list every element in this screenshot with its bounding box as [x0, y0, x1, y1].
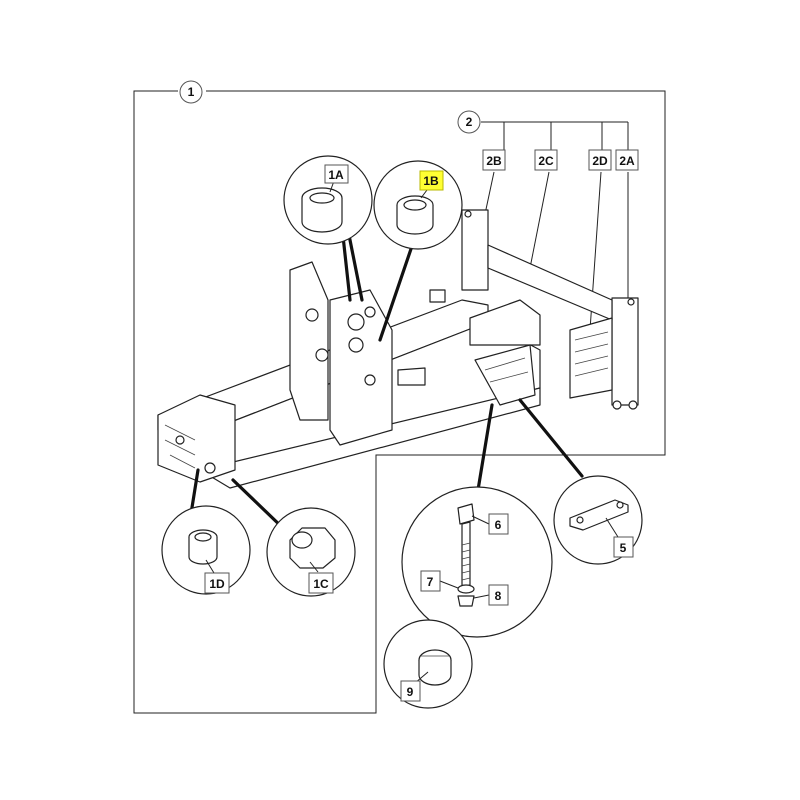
- label-2C: 2C: [538, 154, 554, 168]
- callout-1-label: 1: [188, 85, 195, 99]
- label-1C: 1C: [313, 577, 329, 591]
- label-1B: 1B: [423, 174, 439, 188]
- loader-frame: [157, 209, 639, 489]
- label-1A-box: [324, 164, 349, 184]
- label-1B-box-highlighted: [419, 170, 444, 191]
- label-7-box: [420, 570, 441, 592]
- label-1C-box: [308, 572, 334, 594]
- label-2A-box: [615, 149, 639, 171]
- label-8: 8: [495, 589, 502, 603]
- callout-2-label: 2: [466, 115, 473, 129]
- callout-1-circle: [179, 80, 203, 104]
- label-1D: 1D: [209, 577, 225, 591]
- label-2D: 2D: [592, 154, 608, 168]
- label-2C-box: [534, 149, 558, 171]
- label-2D-box: [588, 149, 612, 171]
- label-8-box: [488, 584, 509, 606]
- label-5: 5: [620, 541, 627, 555]
- callout-2-circle: [457, 110, 481, 134]
- label-5-box: [613, 536, 634, 558]
- label-6-box: [488, 513, 509, 535]
- detail-1A: [283, 155, 373, 245]
- label-9-box: [400, 680, 421, 702]
- detail-6-7-8: [401, 486, 553, 638]
- label-9: 9: [407, 685, 414, 699]
- group-1-outline: [133, 90, 666, 714]
- detail-9: [383, 619, 473, 709]
- detail-1B: [373, 160, 463, 250]
- label-2A: 2A: [619, 154, 635, 168]
- label-2B-box: [482, 149, 506, 171]
- label-2B: 2B: [486, 154, 502, 168]
- label-1A: 1A: [328, 168, 344, 182]
- label-6: 6: [495, 518, 502, 532]
- label-7: 7: [427, 575, 434, 589]
- detail-1D: [161, 505, 251, 595]
- label-1D-box: [204, 572, 230, 594]
